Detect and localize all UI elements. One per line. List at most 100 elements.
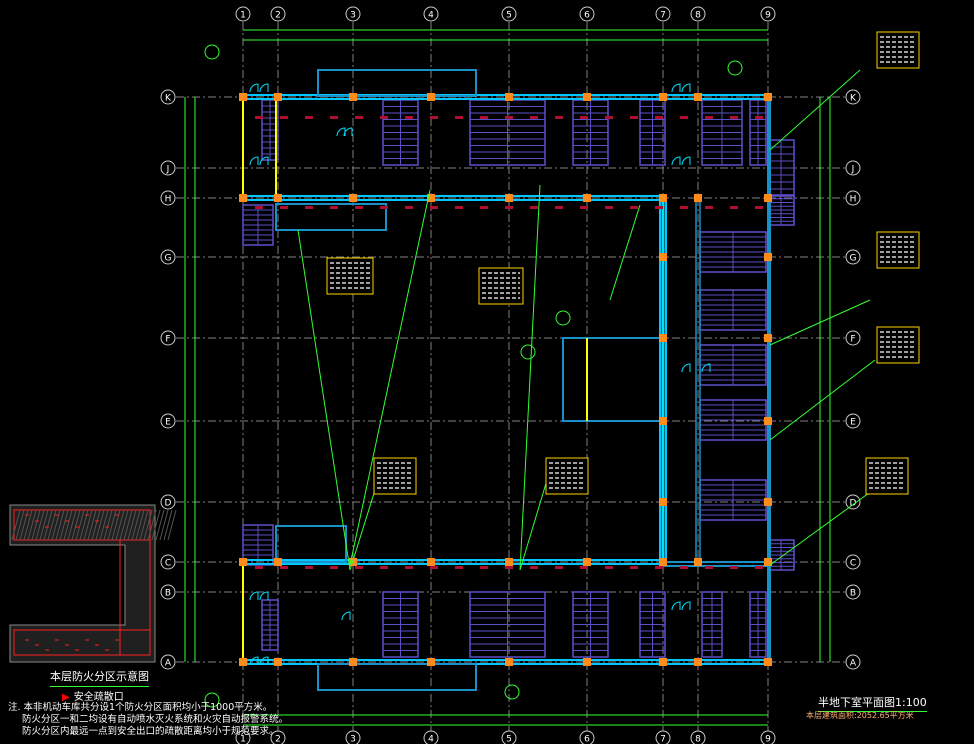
annotation-leader xyxy=(769,484,881,566)
axis-bubble-left-circle xyxy=(160,249,176,265)
axis-bubble-right-label: H xyxy=(850,195,857,205)
door-swing xyxy=(671,83,681,93)
dimension-text xyxy=(505,206,513,209)
door-swing xyxy=(671,156,681,166)
inset-hatch xyxy=(27,509,37,541)
inset-hatch xyxy=(107,509,117,541)
structural-column xyxy=(659,558,667,566)
dimension-text xyxy=(605,566,613,569)
axis-bubble-bottom-circle xyxy=(501,730,517,744)
axis-bubble-left-label: D xyxy=(165,499,172,509)
axis-bubble-left-circle xyxy=(160,160,176,176)
dimension-text xyxy=(355,206,363,209)
inset-hatch xyxy=(123,509,133,541)
inset-hatch xyxy=(35,509,45,541)
annotation-leader xyxy=(769,359,876,441)
dimension-text xyxy=(405,206,413,209)
structural-column xyxy=(505,658,513,666)
door-swing xyxy=(259,83,269,93)
door-swing xyxy=(341,611,351,621)
inset-hatch xyxy=(43,509,53,541)
structural-column xyxy=(274,558,282,566)
structural-column xyxy=(764,558,772,566)
structural-column xyxy=(505,93,513,101)
structural-column xyxy=(349,93,357,101)
structural-column xyxy=(239,93,247,101)
dimension-text xyxy=(505,116,513,119)
annotation-leader xyxy=(349,489,376,571)
structural-column xyxy=(583,558,591,566)
area-note: 本层建筑面积:2052.65平方米 xyxy=(806,711,914,720)
inset-hatch xyxy=(127,509,137,541)
fire-zone-inset-map xyxy=(9,504,177,663)
dimension-text xyxy=(455,116,463,119)
axis-bubble-top-circle xyxy=(655,6,671,22)
dimension-text xyxy=(280,566,288,569)
dimension-text xyxy=(280,206,288,209)
structural-column xyxy=(659,658,667,666)
dimension-text xyxy=(380,116,388,119)
axis-bubble-left-label: A xyxy=(165,659,172,669)
door-swing xyxy=(259,591,269,601)
axis-bubble-top-label: 9 xyxy=(765,11,771,21)
note-line: 注. 本非机动车库共分设1个防火分区面积均小于1000平方米。 xyxy=(8,702,273,713)
structural-column xyxy=(764,93,772,101)
axis-bubble-right-label: C xyxy=(850,559,856,569)
dimension-text xyxy=(480,116,488,119)
axis-bubble-right-label: G xyxy=(850,254,857,264)
dimension-text xyxy=(330,116,338,119)
exit-marker-icon: ▶ xyxy=(62,692,70,703)
dimension-text xyxy=(280,116,288,119)
axis-bubble-bottom-circle xyxy=(690,730,706,744)
axis-bubble-right-circle xyxy=(845,160,861,176)
structural-column xyxy=(694,558,702,566)
axis-bubble-top-label: 6 xyxy=(584,11,590,21)
dimension-text xyxy=(305,566,313,569)
axis-bubble-top-label: 3 xyxy=(350,11,356,21)
dimension-text xyxy=(430,116,438,119)
dimension-text xyxy=(405,566,413,569)
structural-column xyxy=(239,194,247,202)
dimension-text xyxy=(380,206,388,209)
inset-hatch xyxy=(91,509,101,541)
inset-hatch xyxy=(115,509,125,541)
inset-hatch xyxy=(103,509,113,541)
dimension-text xyxy=(455,566,463,569)
inset-hatch xyxy=(71,509,81,541)
axis-bubble-right-circle xyxy=(845,89,861,105)
axis-bubble-bottom-label: 3 xyxy=(350,735,356,744)
door-swing xyxy=(259,656,269,666)
inset-hatch xyxy=(67,509,77,541)
structural-column xyxy=(505,194,513,202)
axis-bubble-top-label: 2 xyxy=(275,11,281,21)
inset-hatch xyxy=(83,509,93,541)
structural-column xyxy=(659,194,667,202)
inset-hatch xyxy=(75,509,85,541)
dimension-text xyxy=(255,116,263,119)
inset-hatch xyxy=(23,509,33,541)
axis-bubble-right-circle xyxy=(845,330,861,346)
dimension-text xyxy=(555,566,563,569)
dimension-text xyxy=(555,206,563,209)
inset-hatch xyxy=(131,509,141,541)
inset-hatch xyxy=(99,509,109,541)
axis-bubble-left-circle xyxy=(160,554,176,570)
structural-column xyxy=(659,498,667,506)
axis-bubble-bottom-label: 4 xyxy=(428,735,434,744)
structural-column xyxy=(659,253,667,261)
axis-bubble-left-label: C xyxy=(165,559,171,569)
axis-bubble-top-circle xyxy=(270,6,286,22)
structural-column xyxy=(427,93,435,101)
inset-hatch xyxy=(87,509,97,541)
axis-bubble-top-circle xyxy=(690,6,706,22)
door-swing xyxy=(249,156,259,166)
inset-hatch xyxy=(63,509,73,541)
note-line: 防火分区一和二均设有自动喷水灭火系统和火灾自动报警系统。 xyxy=(22,714,289,725)
dimension-text xyxy=(755,206,763,209)
door-swing xyxy=(336,127,346,137)
axis-bubble-bottom-label: 9 xyxy=(765,735,771,744)
dimension-text xyxy=(705,206,713,209)
dimension-text xyxy=(680,566,688,569)
dimension-text xyxy=(505,566,513,569)
axis-bubble-left-label: G xyxy=(165,254,172,264)
